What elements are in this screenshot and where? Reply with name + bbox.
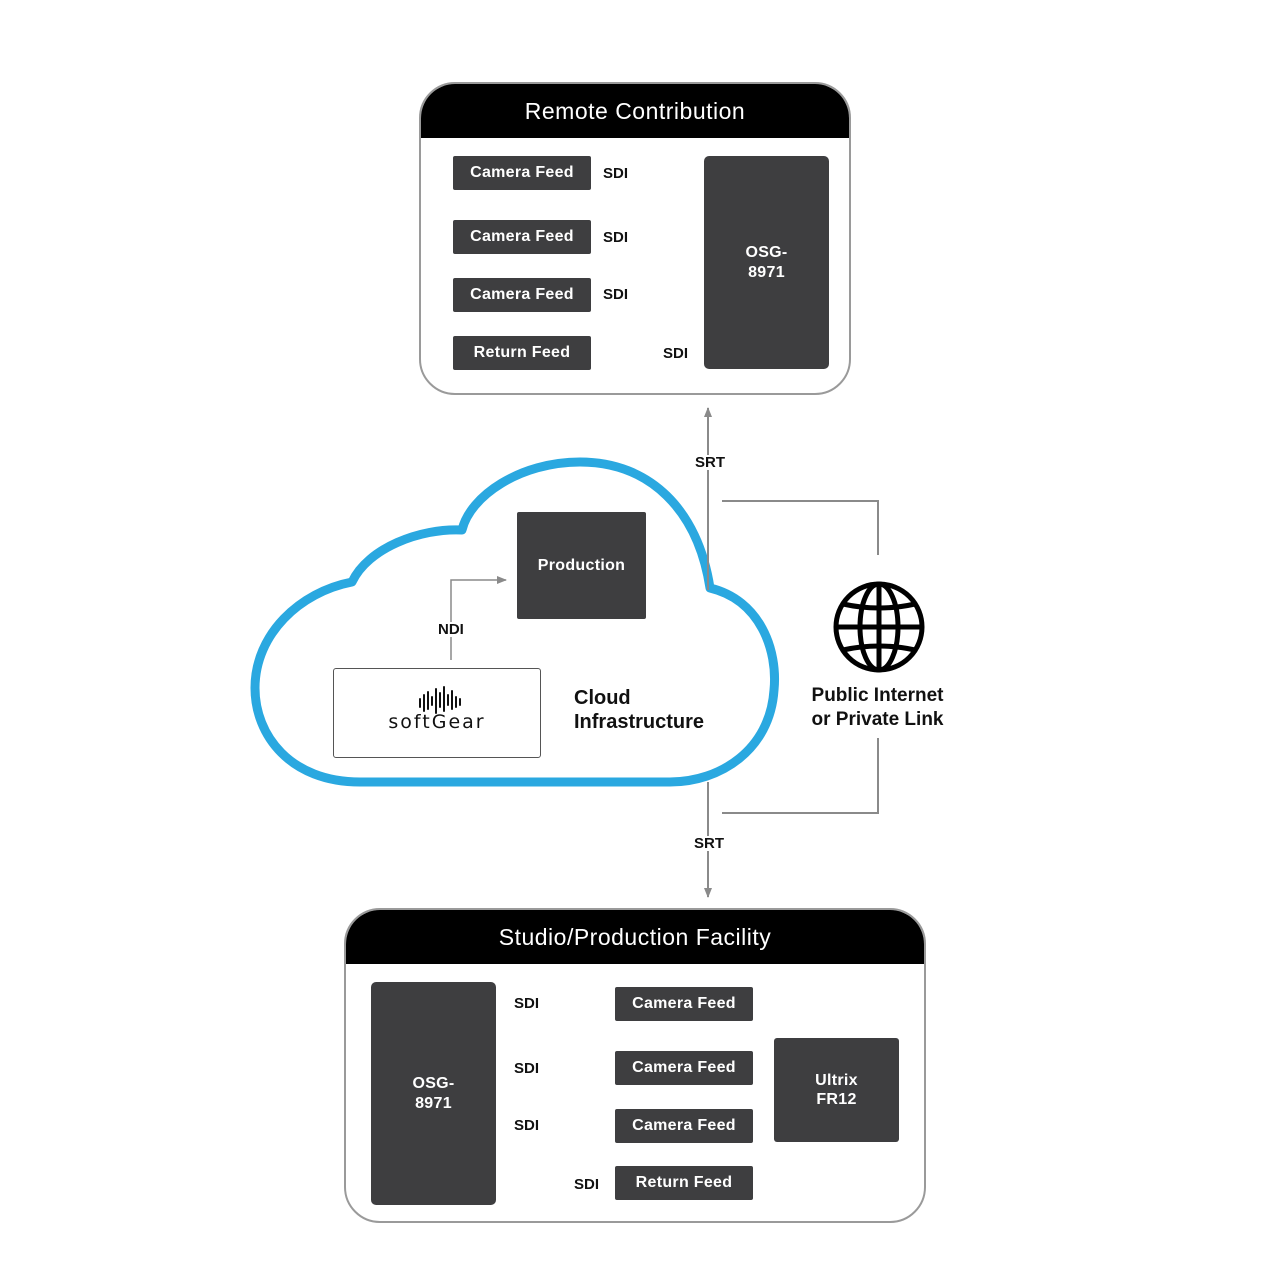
softgear-waveform-icon [419, 686, 461, 714]
production-box: Production [517, 512, 646, 619]
studio-sdi-label-2: SDI [514, 1060, 540, 1077]
studio-facility-title: Studio/Production Facility [346, 910, 924, 964]
remote-sdi-label-1: SDI [603, 165, 629, 182]
softgear-logo: softGear [388, 711, 486, 733]
ultrix-fr12-switcher: Ultrix FR12 [774, 1038, 899, 1142]
remote-sdi-label-3: SDI [603, 286, 629, 303]
cloud-outline [250, 457, 780, 787]
srt-bottom-label: SRT [692, 835, 726, 852]
remote-camera-feed-1: Camera Feed [453, 156, 591, 190]
remote-sdi-label-2: SDI [603, 229, 629, 246]
studio-return-feed: Return Feed [615, 1166, 753, 1200]
remote-camera-feed-2: Camera Feed [453, 220, 591, 254]
network-bracket-bottom [722, 738, 879, 814]
remote-sdi-label-return: SDI [663, 345, 689, 362]
studio-camera-feed-1: Camera Feed [615, 987, 753, 1021]
globe-icon [833, 581, 925, 673]
softgear-box: softGear [333, 668, 541, 758]
studio-sdi-label-return: SDI [574, 1176, 600, 1193]
studio-sdi-label-3: SDI [514, 1117, 540, 1134]
studio-camera-feed-2: Camera Feed [615, 1051, 753, 1085]
remote-osg-device: OSG- 8971 [704, 156, 829, 369]
srt-top-label: SRT [693, 454, 727, 471]
cloud-infrastructure-label: Cloud Infrastructure [574, 687, 705, 733]
ndi-label: NDI [436, 621, 466, 638]
remote-contribution-title: Remote Contribution [421, 84, 849, 138]
remote-camera-feed-3: Camera Feed [453, 278, 591, 312]
network-bracket-top [722, 500, 879, 555]
ndi-connector [450, 576, 507, 660]
studio-osg-device: OSG- 8971 [371, 982, 496, 1205]
studio-camera-feed-3: Camera Feed [615, 1109, 753, 1143]
remote-return-feed: Return Feed [453, 336, 591, 370]
studio-sdi-label-1: SDI [514, 995, 540, 1012]
network-label: Public Internet or Private Link [811, 685, 944, 730]
